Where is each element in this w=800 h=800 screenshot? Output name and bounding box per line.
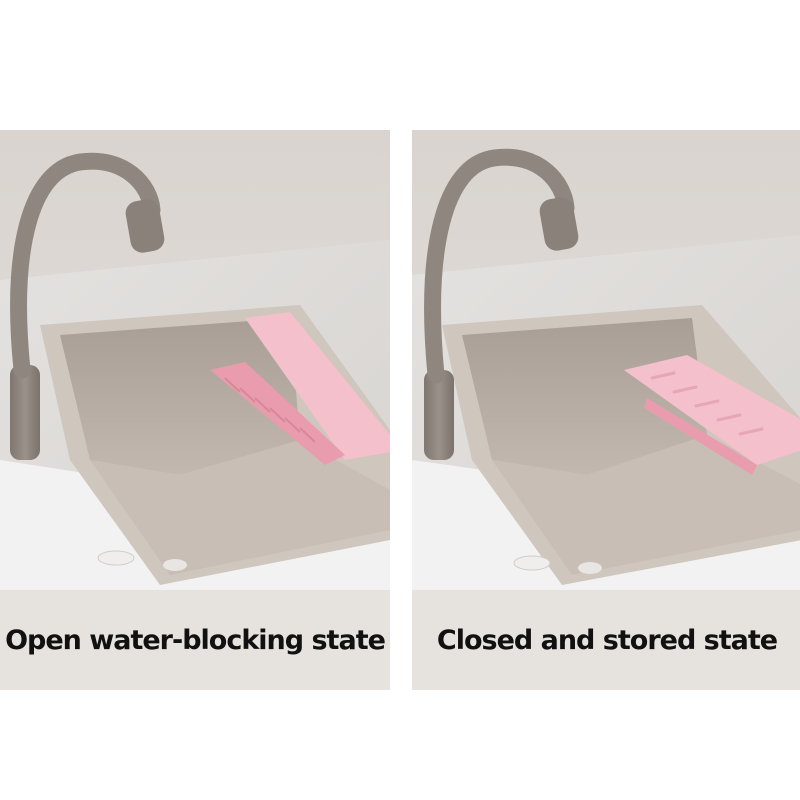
sink-drain (578, 562, 602, 574)
sink-drain (163, 559, 187, 571)
faucet-neck (10, 152, 161, 379)
sink-basin-back-wall (462, 318, 707, 475)
right-product-panel: Closed and stored state (412, 130, 800, 690)
splash-guard-basket-edge (644, 398, 757, 475)
splash-guard-panel (245, 312, 390, 460)
drain-button (513, 555, 551, 571)
faucet-spray-head (125, 199, 165, 253)
sink-basin-floor (90, 440, 390, 575)
faucet-neck (424, 148, 575, 384)
sink-basin-back-wall (60, 318, 300, 475)
drain-button (97, 550, 135, 566)
left-product-panel: Open water-blocking state (0, 130, 390, 690)
guard-ridges (650, 371, 764, 436)
faucet-base (424, 370, 454, 460)
caption-closed-state: Closed and stored state (412, 590, 800, 690)
sink-basin-floor (492, 435, 800, 575)
faucet-spray-head (539, 197, 579, 251)
faucet-base (10, 365, 40, 460)
sink-scene-closed-state (412, 130, 800, 590)
basket-slots (224, 377, 316, 443)
caption-open-state: Open water-blocking state (0, 590, 390, 690)
splash-guard-folded (624, 355, 800, 465)
sink-scene-open-state (0, 130, 390, 590)
